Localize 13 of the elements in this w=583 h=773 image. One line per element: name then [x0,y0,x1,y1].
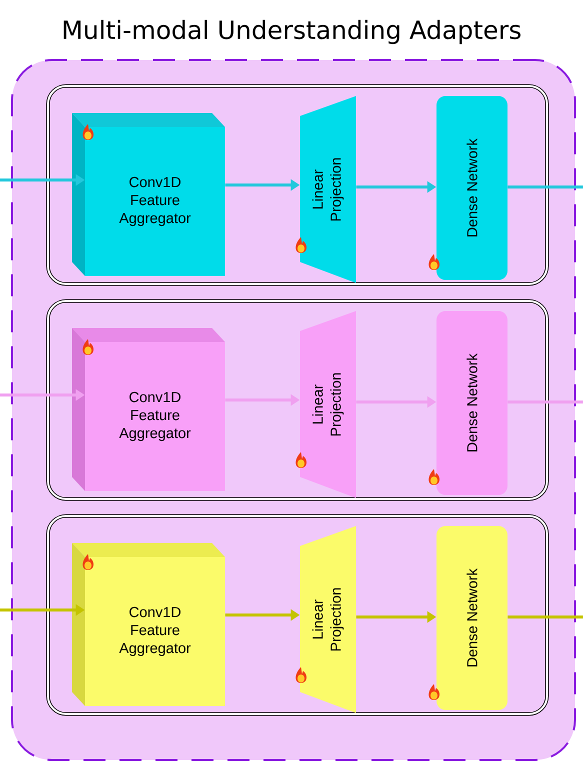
module-frame [46,514,549,716]
cube-block: Conv1D Feature Aggregator [72,328,225,491]
cube-block: Conv1D Feature Aggregator [72,113,225,276]
cube-block: Conv1D Feature Aggregator [72,543,225,706]
trapezoid-block: Linear Projection [300,311,356,498]
trapezoid-block: Linear Projection [300,96,356,283]
module-frame [46,299,549,501]
module-frame [46,84,549,286]
rounded-block: Dense Network [436,311,508,495]
rounded-block: Dense Network [436,526,508,710]
title: Multi-modal Understanding Adapters [64,20,520,44]
rounded-block: Dense Network [436,96,508,280]
trapezoid-block: Linear Projection [300,526,356,713]
